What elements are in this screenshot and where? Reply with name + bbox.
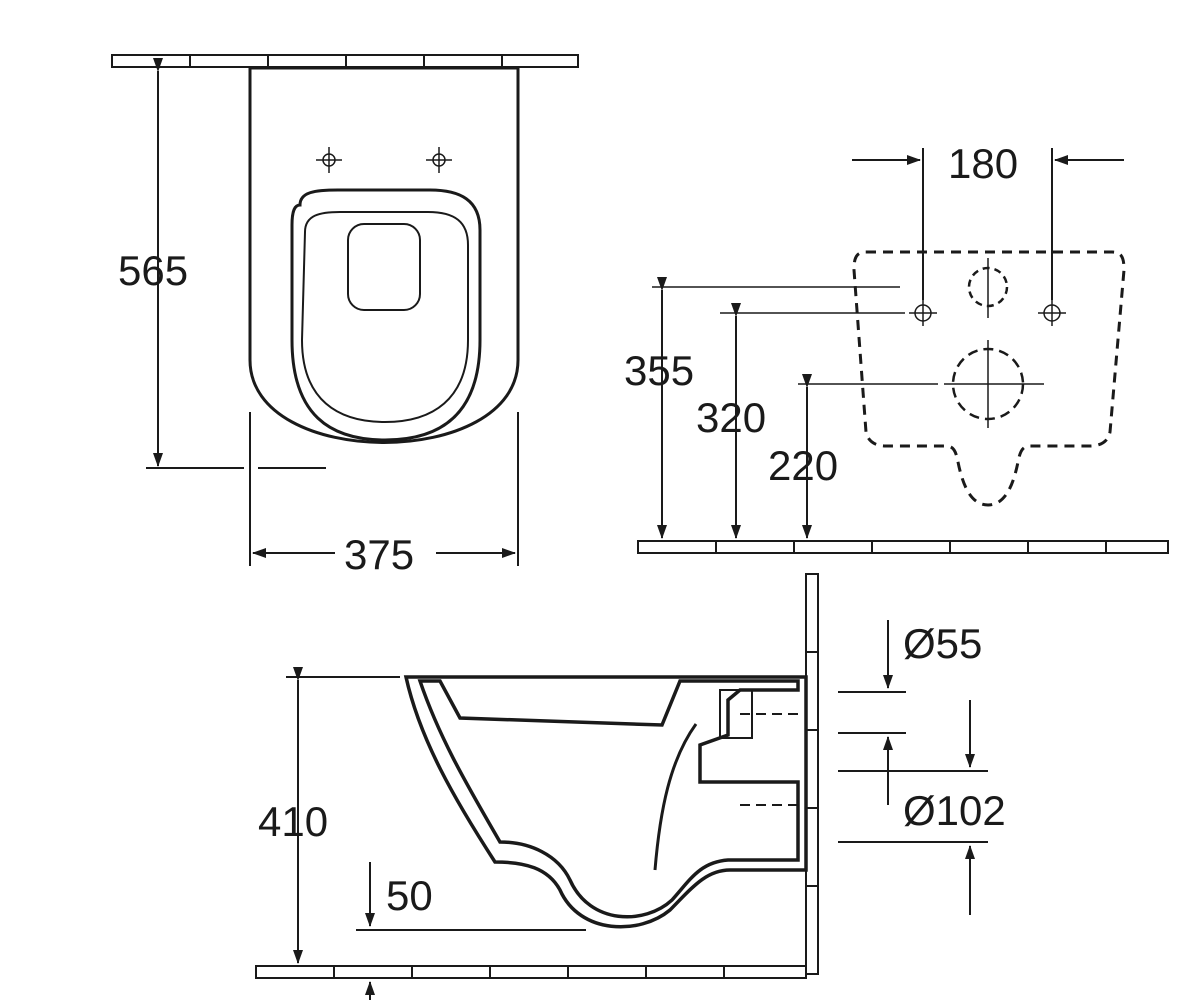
rear-outline [852, 250, 1126, 507]
rear-floor [637, 540, 1169, 554]
dim-50 [356, 862, 586, 1000]
fixing-hole-left [316, 147, 342, 173]
bowl-inner [300, 211, 469, 424]
rear-extension-lines [652, 286, 938, 385]
dim-565 [146, 58, 326, 469]
dim-320-label: 320 [696, 394, 766, 441]
rear-bolt-left [909, 300, 937, 326]
fixing-hole-right [426, 147, 452, 173]
dim-565-label: 565 [118, 247, 188, 294]
top-wall [111, 54, 579, 68]
water-trap [653, 723, 698, 871]
inlet-connector [719, 689, 800, 806]
dim-180 [852, 148, 1124, 300]
dim-410 [286, 667, 400, 964]
rear-inlet-circle [967, 258, 1009, 318]
dim-220-label: 220 [768, 442, 838, 489]
dim-102-label: Ø102 [903, 787, 1006, 834]
rear-view: 180 355 320 220 [624, 140, 1169, 554]
bowl-section-outer [403, 675, 808, 929]
dim-180-label: 180 [948, 140, 1018, 187]
rear-outlet-circle [944, 340, 1044, 428]
bowl-outline-top [248, 66, 520, 444]
side-view: Ø55 Ø102 410 50 [255, 573, 1006, 1000]
dim-355-label: 355 [624, 347, 694, 394]
dim-diameter-lines [838, 620, 988, 915]
bowl-rim [290, 188, 482, 442]
dim-410-label: 410 [258, 798, 328, 845]
side-floor [255, 965, 807, 979]
dim-50-label: 50 [386, 872, 433, 919]
dim-375 [249, 412, 519, 566]
side-wall [805, 573, 819, 975]
rear-bolt-right [1038, 300, 1066, 326]
top-view: 565 375 [111, 54, 579, 578]
dim-375-label: 375 [344, 531, 414, 578]
dim-55-label: Ø55 [903, 620, 982, 667]
bowl-section-inner [417, 679, 800, 919]
water-area [347, 223, 421, 311]
